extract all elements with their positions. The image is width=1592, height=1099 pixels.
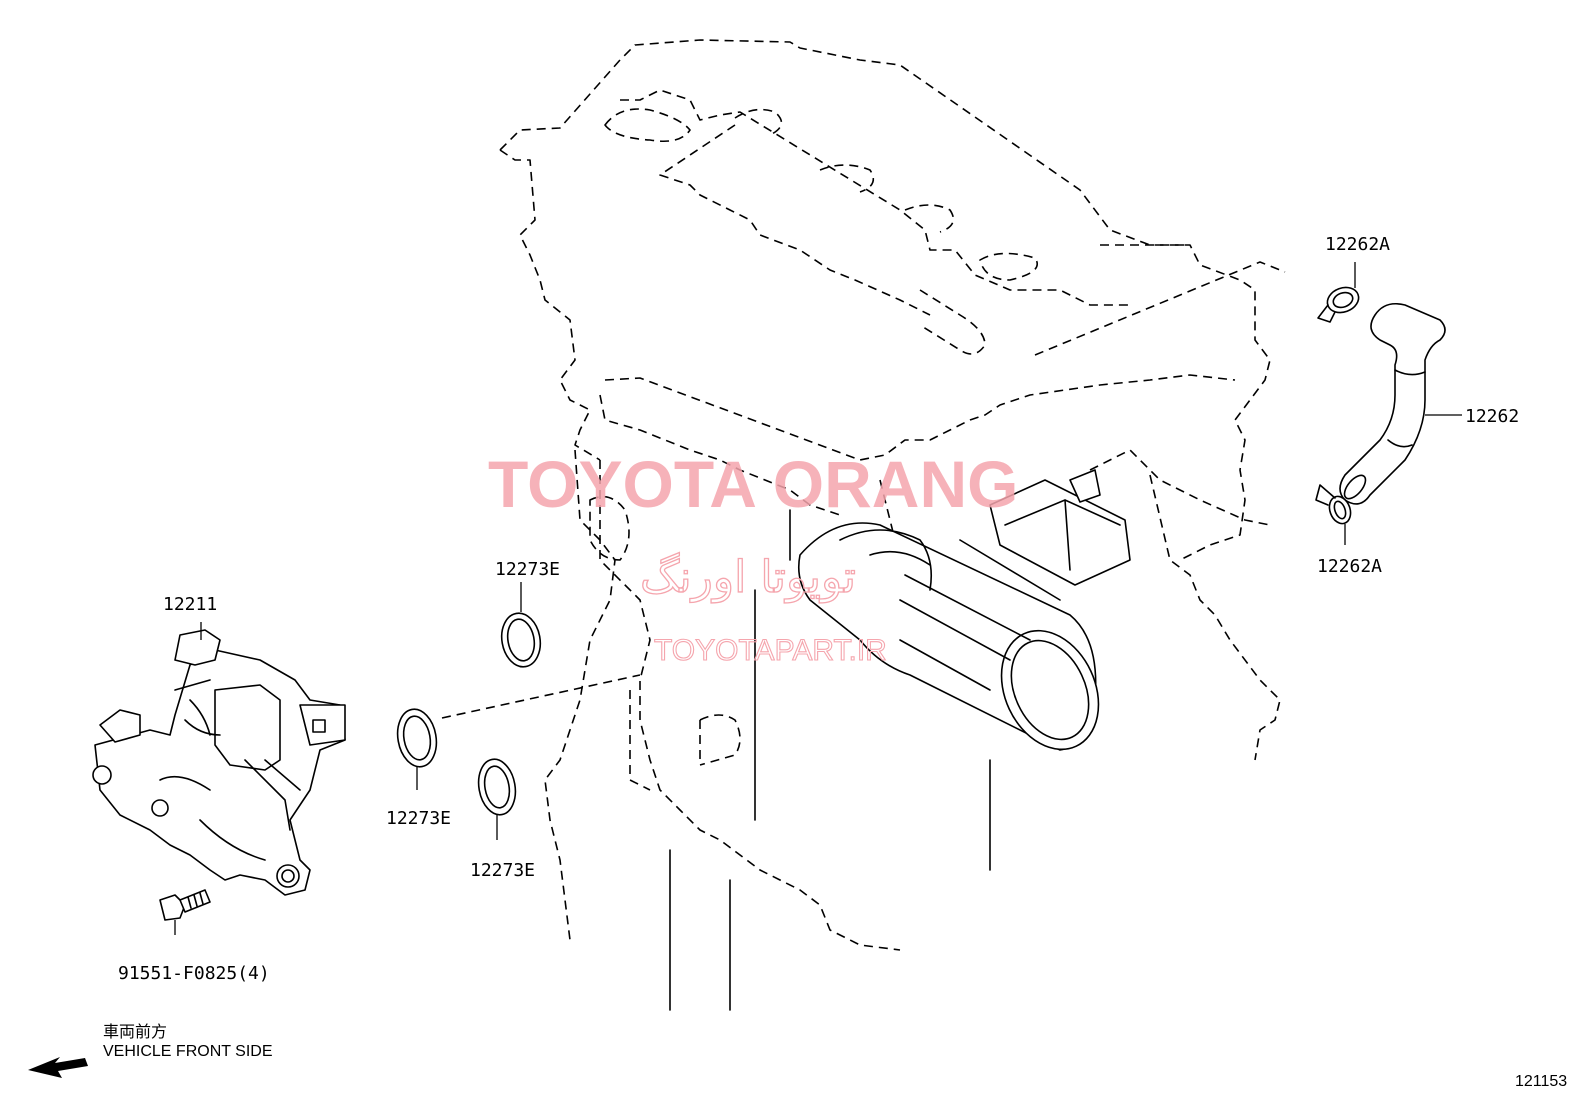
clamp-bottom [1315,484,1352,545]
label-hose: 12262 [1465,406,1519,427]
label-throttle-body: 12211 [163,594,217,615]
label-bolt: 91551-F0825(4) [118,963,270,984]
gasket-bottom [477,758,517,840]
gasket-top [500,582,542,668]
engine-block-outline [441,39,1286,1011]
label-gasket-bottom: 12273E [470,860,535,881]
watermark-site: TOYOTAPART.IR [654,634,887,667]
gasket-left [396,708,438,790]
clamp-top [1317,262,1360,323]
label-clamp-top: 12262A [1325,234,1390,255]
watermark-arabic: تویوتا اورنگ [640,552,856,603]
intake-manifold-outlet [797,469,1131,751]
arrow-left-icon [28,1057,88,1078]
label-clamp-bottom: 12262A [1317,556,1382,577]
legend-en: VEHICLE FRONT SIDE [103,1043,273,1060]
bolt [159,889,211,935]
label-gasket-left: 12273E [386,808,451,829]
throttle-body [92,629,346,896]
label-gasket-top: 12273E [495,559,560,580]
hose [1339,302,1462,505]
figure-number: 121153 [1515,1073,1567,1090]
watermark-title: TOYOTA ORANG [488,447,1018,521]
legend-jp: 車両前方 [103,1023,167,1041]
